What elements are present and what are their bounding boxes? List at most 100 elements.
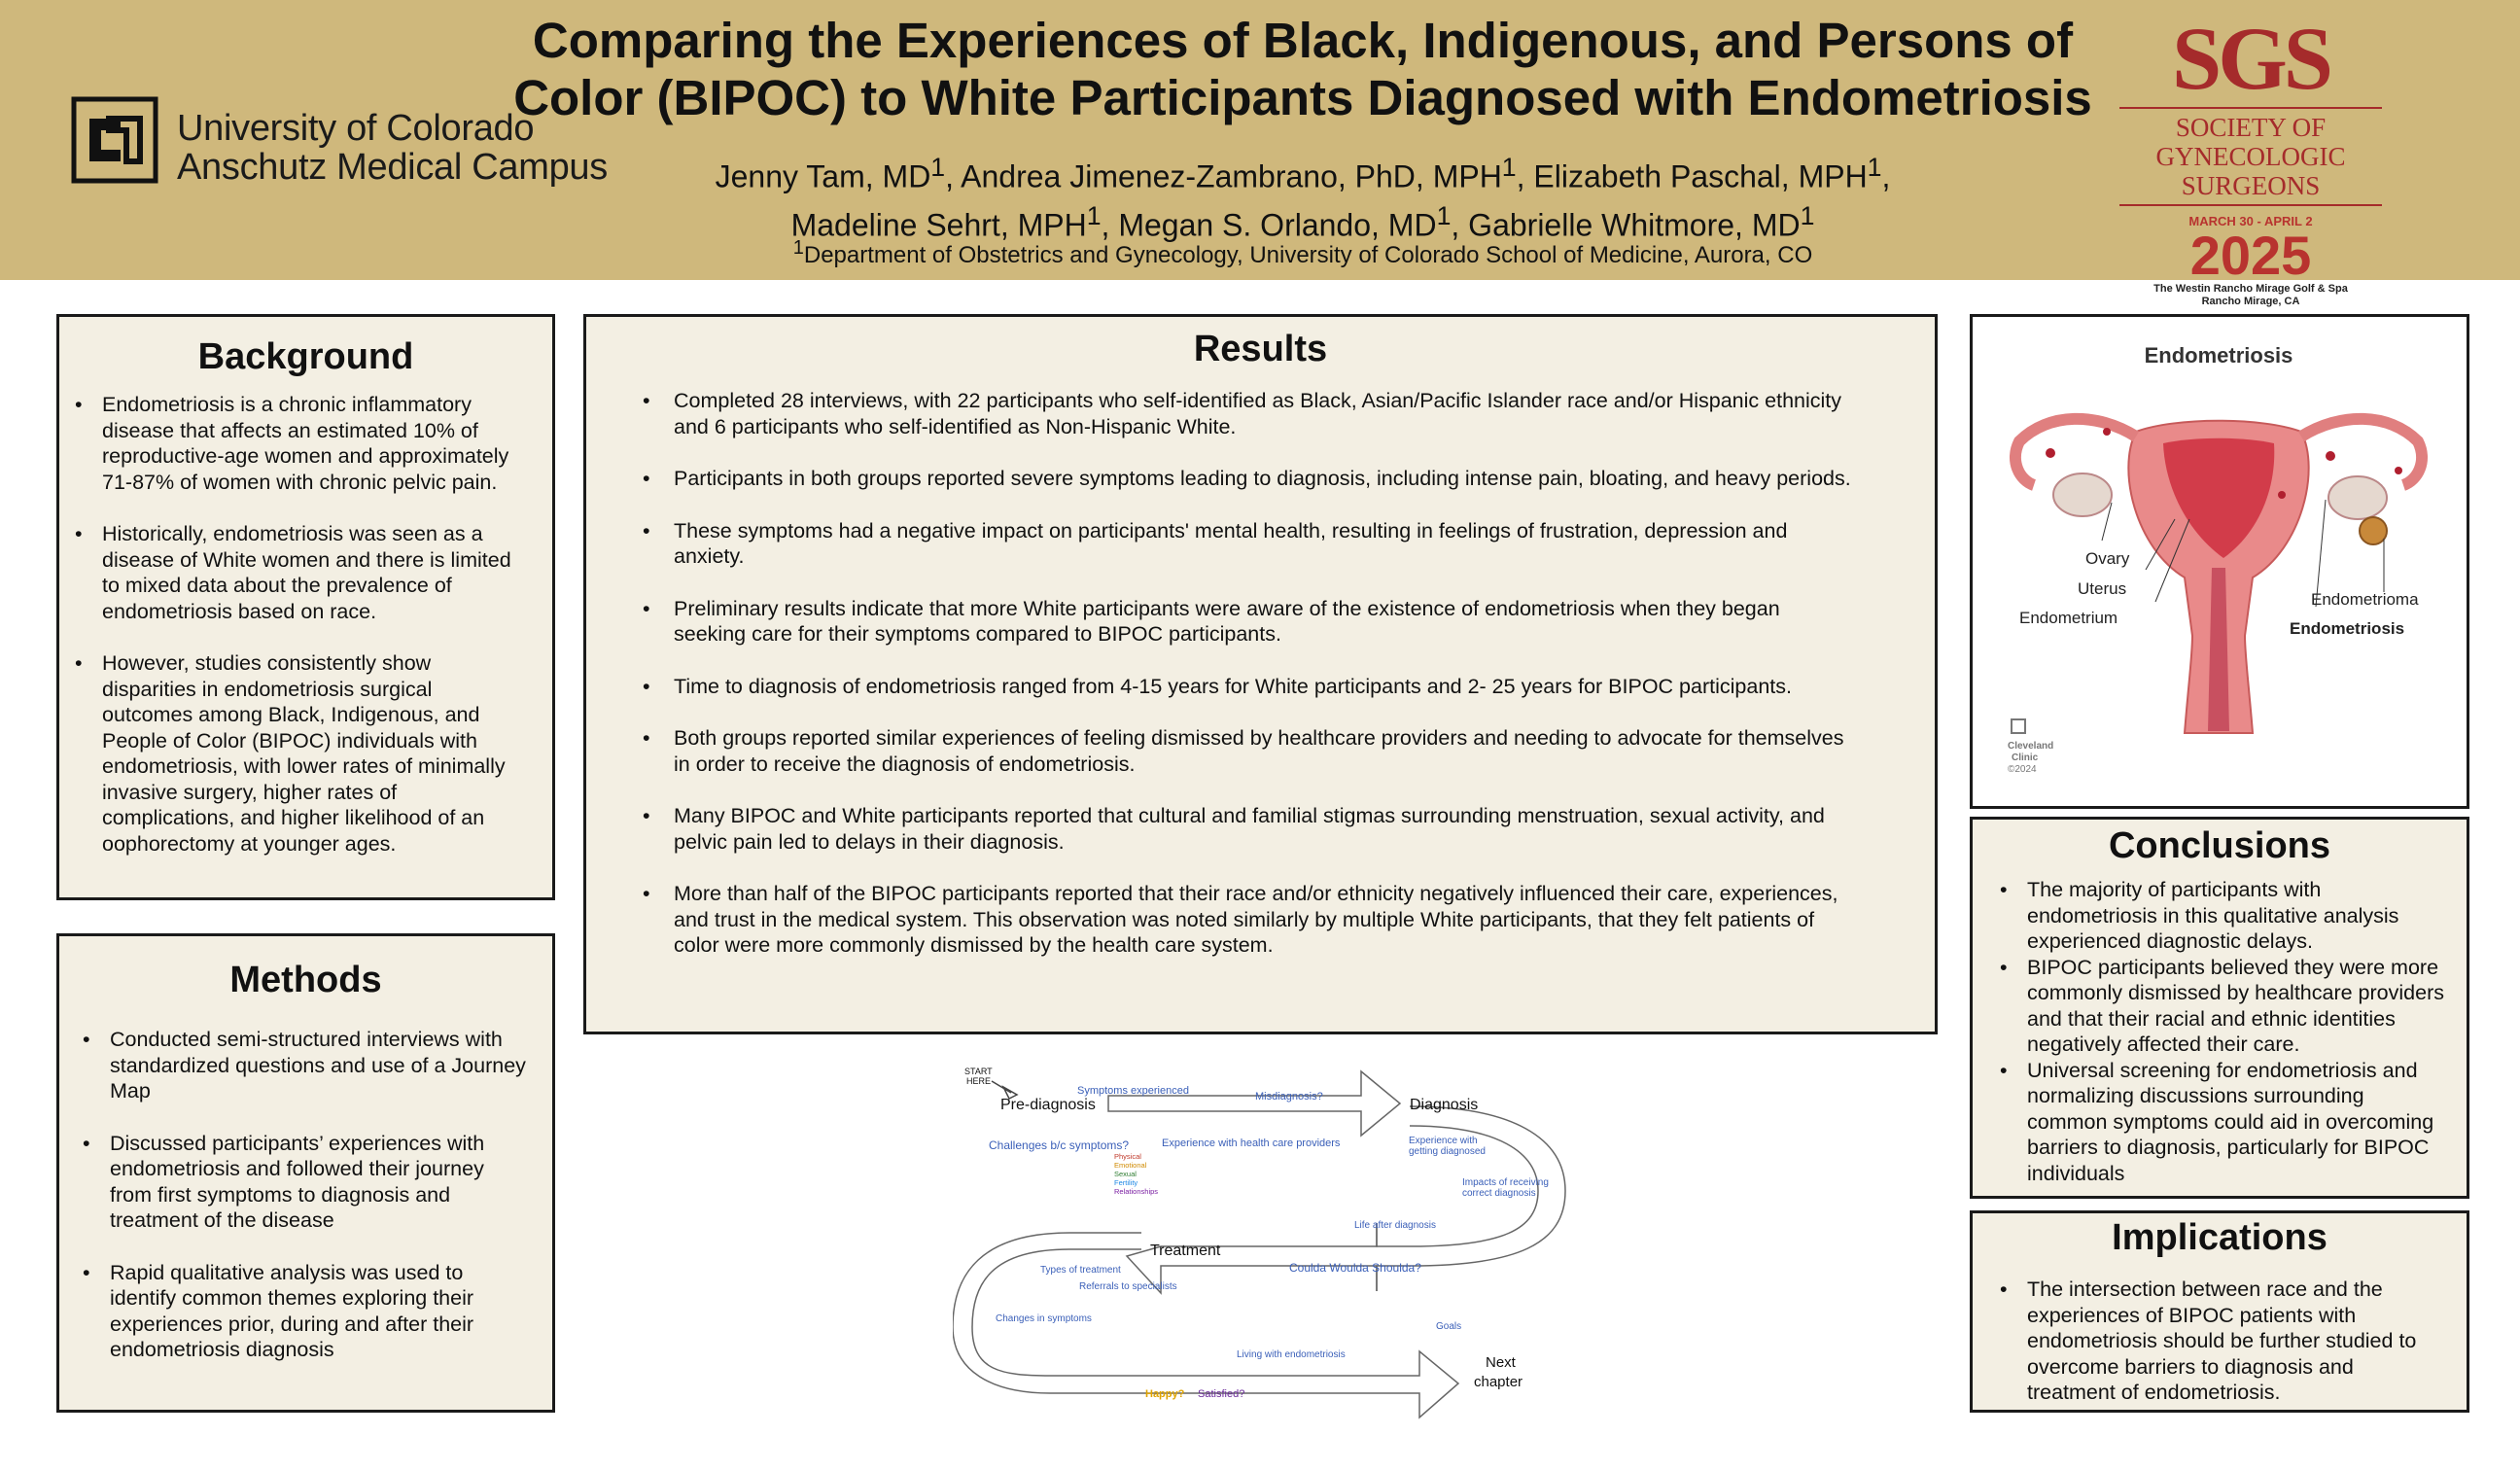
- meeting-venue-line-2: Rancho Mirage, CA: [2201, 296, 2300, 307]
- author-affiliation-mark: 1: [1867, 153, 1882, 182]
- author-separator: ,: [1516, 158, 1534, 194]
- bullet-item: BIPOC participants believed they were mo…: [1973, 955, 2447, 1058]
- label-living: Living with endometriosis: [1237, 1349, 1346, 1360]
- university-line-2: Anschutz Medical Campus: [177, 147, 608, 188]
- bullet-list: Conducted semi-structured interviews wit…: [59, 1027, 552, 1363]
- section-heading: Implications: [2112, 1217, 2328, 1258]
- poster-header: University of Colorado Anschutz Medical …: [0, 0, 2520, 307]
- label-experience-providers: Experience with health care providers: [1162, 1138, 1341, 1149]
- next-chapter-line-2: chapter: [1474, 1374, 1522, 1390]
- label-coulda: Coulda Woulda Shoulda?: [1289, 1261, 1421, 1275]
- journey-arrow-middle: [1125, 1223, 1378, 1295]
- bullet-item: Universal screening for endometriosis an…: [1973, 1058, 2447, 1187]
- label-goals: Goals: [1436, 1321, 1461, 1332]
- right-tube: [2297, 412, 2428, 491]
- bullet-item: These symptoms had a negative impact on …: [641, 518, 1857, 570]
- next-chapter-line-1: Next: [1486, 1354, 1517, 1371]
- label-types-treatment: Types of treatment: [1040, 1265, 1121, 1276]
- cleveland-clinic-logo-icon: [2011, 718, 2026, 734]
- label-challenges: Challenges b/c symptoms?: [989, 1138, 1129, 1152]
- university-of-colorado-logo: [71, 96, 158, 184]
- label-referrals: Referrals to specialists: [1079, 1281, 1177, 1292]
- bullet-item: Completed 28 interviews, with 22 partici…: [641, 388, 1857, 439]
- bullet-item: Rapid qualitative analysis was used to i…: [59, 1260, 529, 1363]
- bullet-item: However, studies consistently show dispa…: [59, 650, 527, 857]
- society-name-line-2: GYNECOLOGIC SURGEONS: [2155, 142, 2346, 200]
- label-satisfied: Satisfied?: [1198, 1388, 1244, 1400]
- bullet-item: The intersection between race and the ex…: [1973, 1277, 2447, 1406]
- bullet-item: Conducted semi-structured interviews wit…: [59, 1027, 529, 1104]
- meeting-year: 2025: [2189, 225, 2312, 286]
- author-name: Megan S. Orlando, MD: [1118, 207, 1437, 243]
- stage-diagnosis: Diagnosis: [1410, 1097, 1478, 1113]
- label-impacts-1: Impacts of receiving: [1462, 1177, 1549, 1188]
- bullet-item: Many BIPOC and White participants report…: [641, 803, 1857, 855]
- label-changes: Changes in symptoms: [996, 1313, 1092, 1324]
- title-line-2: Color (BIPOC) to White Participants Diag…: [513, 70, 2092, 125]
- methods-section: Methods Conducted semi-structured interv…: [56, 933, 555, 1413]
- author-separator: ,: [1101, 207, 1119, 243]
- challenge-type: Sexual: [1114, 1170, 1137, 1178]
- left-ovary: [2052, 472, 2113, 517]
- sgs-rule: [2119, 107, 2382, 109]
- stage-prediagnosis: Pre-diagnosis: [1000, 1097, 1096, 1113]
- bullet-item: Historically, endometriosis was seen as …: [59, 521, 527, 624]
- journey-curve-right-inner: [1376, 1125, 1539, 1247]
- author-affiliation-mark: 1: [1800, 200, 1815, 230]
- credit-line-3: ©2024: [2008, 764, 2037, 775]
- journey-curve-right: [1376, 1105, 1566, 1291]
- author-name: Madeline Sehrt, MPH: [790, 207, 1087, 243]
- start-label-line-1: START: [964, 1067, 993, 1076]
- section-heading: Conclusions: [2108, 825, 2331, 866]
- author-separator: ,: [1881, 158, 1891, 194]
- stage-treatment: Treatment: [1150, 1242, 1221, 1259]
- challenge-type: Physical: [1114, 1152, 1141, 1161]
- label-impacts-2: correct diagnosis: [1462, 1188, 1536, 1199]
- society-name-line-1: SOCIETY OF: [2175, 113, 2327, 142]
- bullet-item: More than half of the BIPOC participants…: [641, 881, 1857, 959]
- label-uterus: Uterus: [2078, 579, 2126, 598]
- journey-map-diagram: START HERE Pre-diagnosis Diagnosis Treat…: [953, 1067, 1566, 1419]
- author-affiliation-mark: 1: [1436, 200, 1452, 230]
- implications-section: Implications The intersection between ra…: [1970, 1210, 2469, 1413]
- label-happy: Happy?: [1145, 1388, 1185, 1400]
- university-name: University of Colorado Anschutz Medical …: [177, 109, 608, 187]
- left-tube: [2010, 412, 2140, 491]
- credit-line-1: Cleveland: [2008, 741, 2053, 752]
- poster-title: Comparing the Experiences of Black, Indi…: [506, 12, 2100, 126]
- author-affiliation-mark: 1: [930, 153, 946, 182]
- bullet-list: Endometriosis is a chronic inflammatory …: [59, 392, 552, 857]
- challenge-type: Emotional: [1114, 1161, 1147, 1170]
- bullet-item: Preliminary results indicate that more W…: [641, 596, 1857, 648]
- author-name: Jenny Tam, MD: [715, 158, 931, 194]
- challenge-type: Fertility: [1114, 1178, 1138, 1187]
- conclusions-section: Conclusions The majority of participants…: [1970, 817, 2469, 1199]
- credit-line-2: Clinic: [2012, 752, 2039, 763]
- bullet-item: Both groups reported similar experiences…: [641, 725, 1857, 777]
- bullet-list: The intersection between race and the ex…: [1973, 1277, 2467, 1406]
- bullet-item: Time to diagnosis of endometriosis range…: [641, 674, 1857, 700]
- affiliation: 1Department of Obstetrics and Gynecology…: [506, 237, 2100, 269]
- challenge-type: Relationships: [1114, 1187, 1158, 1196]
- sgs-mark: SGS: [2172, 9, 2333, 108]
- endometrioma-cyst: [2359, 516, 2388, 545]
- bullet-list: The majority of participants with endome…: [1973, 877, 2467, 1186]
- affiliation-text: Department of Obstetrics and Gynecology,…: [803, 242, 1813, 268]
- bullet-item: Participants in both groups reported sev…: [641, 466, 1857, 492]
- endometriosis-illustration: Endometriosis Ovary Uterus Endometrium E…: [1990, 325, 2447, 791]
- bullet-item: Endometriosis is a chronic inflammatory …: [59, 392, 527, 495]
- authors-line-1: Jenny Tam, MD1, Andrea Jimenez-Zambrano,…: [506, 148, 2100, 196]
- cervix-canal: [2208, 568, 2229, 731]
- author-name: Elizabeth Paschal, MPH: [1533, 158, 1868, 194]
- label-life-after: Life after diagnosis: [1354, 1220, 1436, 1231]
- label-ovary: Ovary: [2085, 549, 2130, 568]
- journey-curve-left: [953, 1232, 1460, 1419]
- journey-arrow-top: [1107, 1069, 1402, 1138]
- endometrium-shape: [2163, 438, 2275, 558]
- label-endometrium: Endometrium: [2019, 609, 2118, 627]
- bullet-item: The majority of participants with endome…: [1973, 877, 2447, 955]
- bullet-list: Completed 28 interviews, with 22 partici…: [586, 388, 1935, 959]
- figure-title: Endometriosis: [2145, 343, 2293, 368]
- affiliation-mark: 1: [792, 237, 804, 259]
- endometriosis-figure-panel: Endometriosis Ovary Uterus Endometrium E…: [1970, 314, 2469, 809]
